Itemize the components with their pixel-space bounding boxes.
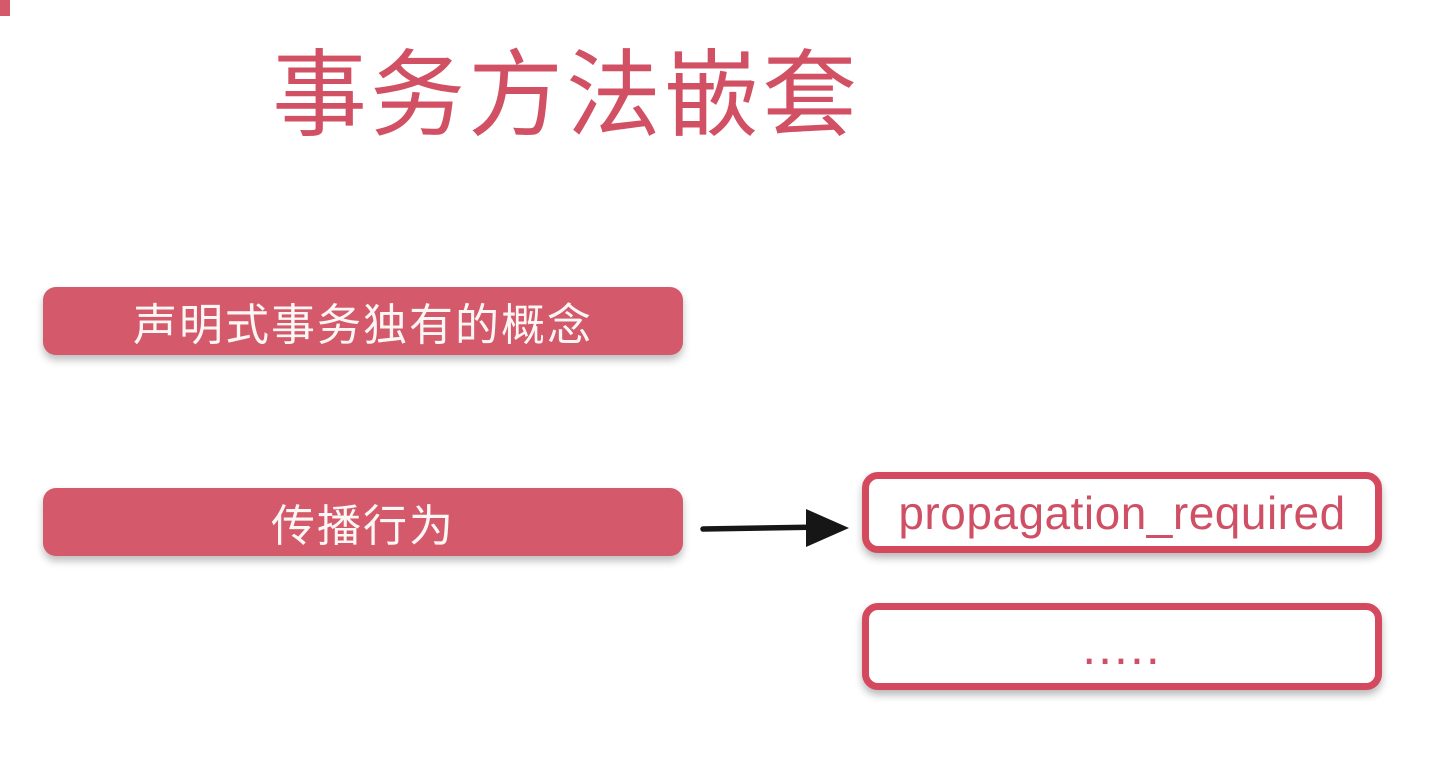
declarative-concept-box: 声明式事务独有的概念 <box>43 287 683 355</box>
more-options-box: ..... <box>862 603 1382 690</box>
corner-artifact <box>0 0 10 16</box>
more-options-label: ..... <box>1082 618 1162 675</box>
propagation-required-box: propagation_required <box>862 472 1382 553</box>
page-title: 事务方法嵌套 <box>272 43 861 149</box>
propagation-behavior-box: 传播行为 <box>43 488 683 556</box>
declarative-concept-label: 声明式事务独有的概念 <box>133 301 593 350</box>
propagation-required-label: propagation_required <box>898 486 1346 539</box>
arrow-right-icon <box>700 509 849 547</box>
propagation-behavior-label: 传播行为 <box>271 502 455 551</box>
